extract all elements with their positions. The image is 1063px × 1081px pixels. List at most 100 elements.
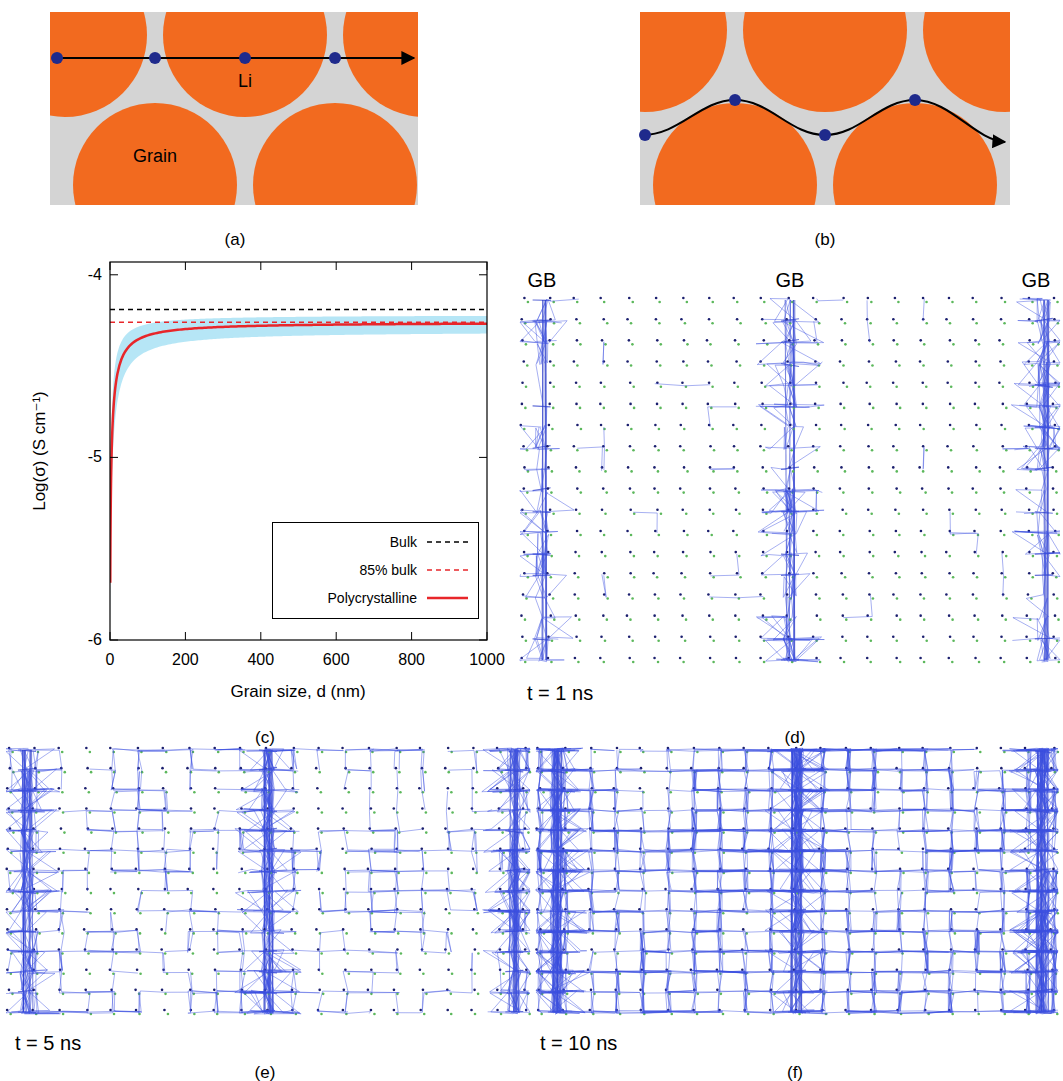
atom-dot (925, 449, 928, 452)
trajectory (760, 383, 797, 429)
trajectory (485, 810, 519, 831)
atom-dot (341, 747, 344, 750)
atom-dot (892, 381, 895, 384)
atom-dot (1005, 555, 1008, 558)
atom-dot (947, 657, 950, 660)
trajectory (20, 831, 33, 892)
atom-dot (733, 381, 736, 384)
atom-dot (630, 470, 633, 473)
atom-dot (972, 445, 975, 448)
atom-dot (977, 555, 980, 558)
atom-dot (712, 470, 715, 473)
atom-dot (843, 407, 846, 410)
atom-dot (974, 339, 977, 342)
atom-dot (923, 534, 926, 537)
atom-dot (472, 868, 475, 871)
atom-dot (709, 343, 712, 346)
trajectory (394, 749, 423, 769)
atom-dot (451, 811, 454, 814)
li-dot (909, 94, 921, 106)
atom-dot (448, 912, 451, 915)
atom-dot (1004, 640, 1007, 643)
atom-dot (686, 534, 689, 537)
atom-dot (711, 301, 714, 304)
atom-dot (321, 972, 324, 975)
atom-dot (868, 403, 871, 406)
atom-dot (603, 572, 606, 575)
trajectory (241, 971, 275, 1012)
atom-dot (341, 847, 344, 850)
atom-dot (295, 912, 298, 915)
atom-dot (450, 851, 453, 854)
trajectory (370, 749, 395, 790)
trajectory (33, 751, 60, 790)
atom-dot (87, 952, 90, 955)
trajectory (240, 829, 295, 852)
trajectory (508, 770, 530, 872)
atom-dot (973, 551, 976, 554)
atom-dot (709, 657, 712, 660)
atom-dot (1003, 364, 1006, 367)
plot-frame (110, 262, 487, 640)
atom-dot (84, 989, 87, 992)
atom-dot (762, 508, 765, 511)
atom-dot (399, 791, 402, 794)
trajectory (319, 891, 344, 911)
atom-dot (63, 831, 66, 834)
trajectory (447, 829, 529, 832)
atom-dot (1058, 661, 1061, 664)
atom-dot (786, 593, 789, 596)
trajectory (114, 750, 165, 789)
atom-dot (1005, 597, 1008, 600)
atom-dot (84, 787, 87, 790)
atom-dot (759, 445, 762, 448)
trajectory (35, 891, 62, 933)
atom-dot (844, 576, 847, 579)
atom-dot (321, 872, 324, 875)
trajectory (784, 426, 795, 468)
trajectory (1002, 448, 1029, 450)
atom-dot (868, 551, 871, 554)
atom-dot (631, 640, 634, 643)
atom-dot (580, 428, 583, 431)
atom-dot (548, 424, 551, 427)
atom-dot (575, 318, 578, 321)
trajectory (86, 991, 115, 1012)
atom-dot (372, 791, 375, 794)
panel-b (563, 0, 1063, 267)
atom-dot (164, 827, 167, 830)
li-dot (51, 52, 63, 64)
atom-dot (346, 952, 349, 955)
atom-dot (840, 572, 843, 575)
atom-dot (897, 301, 900, 304)
atom-dot (213, 948, 216, 951)
atom-dot (420, 847, 423, 850)
atom-dot (948, 614, 951, 617)
atom-dot (709, 551, 712, 554)
atom-dot (632, 385, 635, 388)
atom-dot (477, 952, 480, 955)
atom-dot (949, 403, 952, 406)
atom-dot (528, 1013, 531, 1016)
atom-dot (815, 381, 818, 384)
atom-dot (1056, 512, 1059, 515)
tick-mark (260, 262, 261, 270)
atom-dot (922, 445, 925, 448)
atom-dot (167, 831, 170, 834)
trajectory (344, 830, 397, 871)
atom-dot (320, 952, 323, 955)
atom-dot (925, 512, 928, 515)
atom-dot (90, 771, 93, 774)
atom-dot (998, 381, 1001, 384)
atom-dot (950, 385, 953, 388)
atom-dot (526, 491, 529, 494)
atom-dot (578, 470, 581, 473)
atom-dot (764, 322, 767, 325)
atom-dot (952, 576, 955, 579)
atom-dot (790, 449, 793, 452)
trajectory (88, 950, 165, 971)
atom-dot (1031, 576, 1034, 579)
trajectory (215, 991, 293, 1012)
atom-dot (245, 932, 248, 935)
atom-dot (626, 530, 629, 533)
